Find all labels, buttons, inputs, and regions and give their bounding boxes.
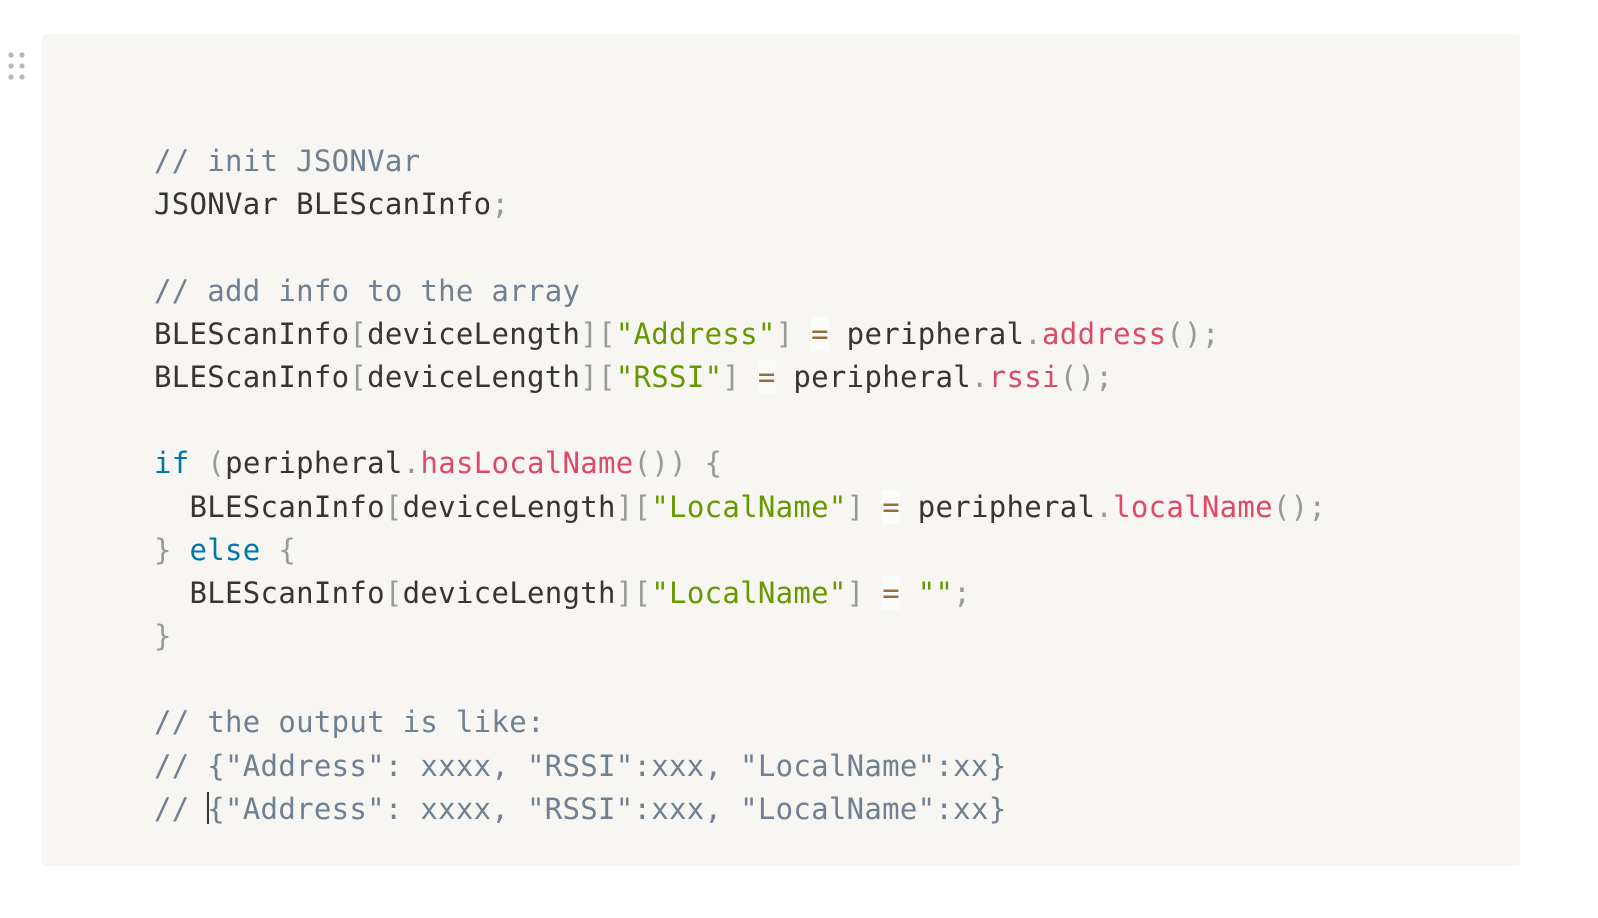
code-text: BLEScanInfo (154, 575, 385, 610)
code-line: if (peripheral.hasLocalName()) { (154, 442, 1520, 485)
code-punctuation: . (1095, 489, 1114, 524)
code-text (864, 490, 882, 524)
code-punctuation: (); (1059, 359, 1114, 394)
code-text: deviceLength (402, 575, 616, 610)
code-operator: = (811, 316, 829, 351)
code-string: "LocalName" (651, 575, 847, 610)
code-string: "" (917, 575, 954, 610)
code-comment: // init JSONVar (154, 144, 421, 178)
code-text (864, 576, 882, 610)
code-line: } else { (154, 529, 1520, 572)
code-text: BLEScanInfo (154, 489, 385, 524)
code-text (793, 317, 811, 351)
code-punctuation: } (154, 619, 172, 654)
code-text: deviceLength (367, 316, 581, 351)
code-punctuation: ][ (615, 489, 652, 524)
code-text: peripheral (899, 489, 1096, 524)
code-punctuation: { (278, 532, 297, 567)
code-line: BLEScanInfo[deviceLength]["LocalName"] =… (154, 572, 1520, 615)
code-function: address (1042, 316, 1167, 351)
code-punctuation: ][ (580, 359, 616, 394)
code-line: // the output is like: (154, 701, 1520, 744)
code-line: ​ (154, 399, 1520, 442)
code-text (261, 533, 279, 567)
code-line: ​ (154, 658, 1520, 701)
code-punctuation: [ (384, 575, 403, 610)
code-punctuation: ] (846, 575, 865, 610)
code-string: "RSSI" (615, 359, 723, 394)
code-text (687, 446, 705, 480)
code-punctuation: (); (1272, 489, 1327, 524)
code-comment: // {"Address": xxxx, "RSSI":xxx, "LocalN… (154, 748, 1007, 783)
code-text: peripheral (775, 359, 971, 394)
code-punctuation: ][ (580, 316, 616, 351)
code-string: "Address" (615, 316, 776, 351)
code-text (172, 533, 190, 567)
code-comment: // add info to the array (154, 273, 581, 308)
code-punctuation: (); (1166, 316, 1220, 351)
code-punctuation: } (154, 532, 172, 567)
code-operator: = (757, 359, 776, 394)
code-text (740, 360, 758, 394)
code-text: JSONVar BLEScanInfo (154, 187, 492, 222)
code-line: BLEScanInfo[deviceLength]["RSSI"] = peri… (154, 356, 1520, 399)
code-punctuation: ][ (615, 575, 652, 610)
code-keyword: if (154, 446, 190, 481)
code-comment: {"Address": xxxx, "RSSI":xxx, "LocalName… (207, 791, 1007, 826)
code-line: // init JSONVar (154, 140, 1520, 183)
code-text: peripheral (225, 446, 403, 481)
code-text (190, 446, 208, 480)
code-punctuation: ( (207, 446, 226, 481)
code-text: BLEScanInfo (154, 359, 350, 394)
code-comment: // the output is like: (154, 705, 545, 740)
drag-handle-icon (8, 52, 25, 80)
code-punctuation: [ (384, 489, 403, 524)
code-function: rssi (988, 359, 1060, 394)
code-punctuation: . (1024, 316, 1043, 351)
code-text: deviceLength (402, 489, 616, 524)
code-text: peripheral (828, 316, 1025, 351)
code-operator: = (882, 489, 900, 524)
code-line: // {"Address": xxxx, "RSSI":xxx, "LocalN… (154, 745, 1520, 788)
code-function: localName (1113, 489, 1273, 524)
code-punctuation: . (971, 359, 989, 394)
code-line: // {"Address": xxxx, "RSSI":xxx, "LocalN… (154, 788, 1520, 831)
code-text (900, 576, 918, 610)
code-punctuation: [ (349, 316, 368, 351)
code-punctuation: ] (722, 359, 741, 394)
code-line: // add info to the array (154, 270, 1520, 313)
drag-handle[interactable] (6, 50, 28, 84)
code-function: hasLocalName (420, 446, 634, 481)
code-punctuation: ] (846, 489, 865, 524)
code-punctuation: ; (491, 187, 510, 222)
code-line: JSONVar BLEScanInfo; (154, 183, 1520, 226)
code-line: } (154, 615, 1520, 658)
code-line: ​ (154, 226, 1520, 269)
code-punctuation: ; (953, 575, 972, 610)
code-punctuation: [ (349, 359, 368, 394)
code-punctuation: ] (775, 316, 794, 351)
code-text: BLEScanInfo (154, 316, 350, 351)
text-caret (207, 791, 210, 824)
code-keyword: else (189, 532, 261, 567)
code-punctuation: { (704, 446, 723, 481)
code-line: BLEScanInfo[deviceLength]["Address"] = p… (154, 313, 1520, 356)
code-comment: // (154, 791, 208, 826)
code-operator: = (882, 575, 900, 610)
code-punctuation: . (402, 446, 421, 481)
code-line: BLEScanInfo[deviceLength]["LocalName"] =… (154, 486, 1520, 529)
code-text: deviceLength (367, 359, 581, 394)
code-punctuation: ()) (633, 446, 687, 481)
code-string: "LocalName" (651, 489, 847, 524)
